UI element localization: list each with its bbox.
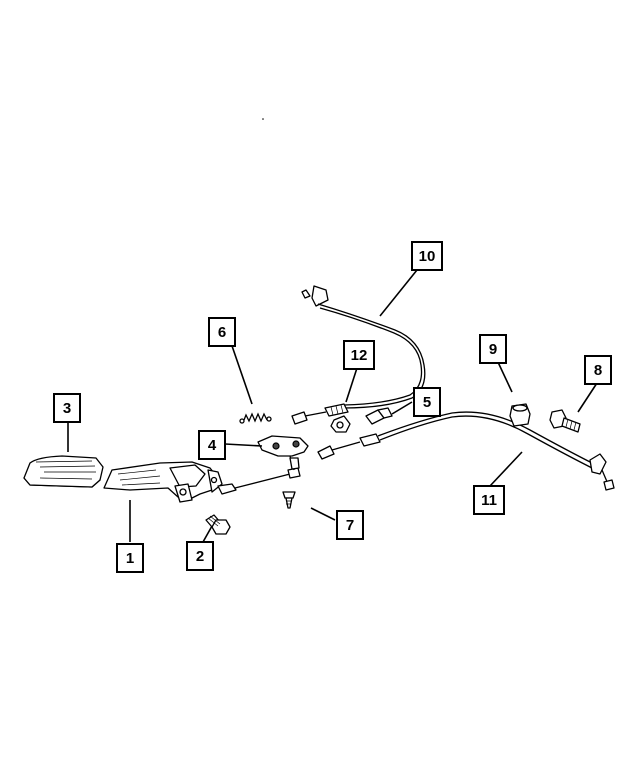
speck (262, 118, 264, 120)
bolt-5-part (330, 407, 393, 433)
callout-1: 1 (116, 543, 144, 573)
callout-4: 4 (198, 430, 226, 460)
callout-7: 7 (336, 510, 364, 540)
svg-text:11: 11 (481, 492, 497, 509)
rear-cable-lower-part (317, 411, 615, 491)
cable-equalizer-part (257, 435, 309, 471)
callout-12: 12 (343, 340, 375, 370)
callout-3: 3 (53, 393, 81, 423)
svg-text:7: 7 (346, 517, 354, 534)
svg-text:4: 4 (208, 437, 217, 454)
svg-text:9: 9 (489, 341, 497, 358)
grommet-part (509, 403, 531, 427)
screw-part (282, 491, 296, 509)
svg-text:12: 12 (351, 347, 368, 364)
svg-text:1: 1 (126, 550, 134, 567)
bolt-8-part (549, 409, 581, 433)
svg-text:10: 10 (419, 248, 436, 265)
return-spring-part (239, 412, 272, 424)
rear-cable-upper-part (301, 285, 426, 409)
leader-lines (67, 269, 598, 543)
callout-11: 11 (473, 485, 505, 515)
svg-text:8: 8 (594, 362, 602, 379)
parking-brake-lever-part (103, 461, 301, 503)
callout-9: 9 (479, 334, 507, 364)
svg-text:5: 5 (423, 394, 431, 411)
callout-10: 10 (411, 241, 443, 271)
callout-2: 2 (186, 541, 214, 571)
svg-text:3: 3 (63, 400, 71, 417)
front-cable-part (291, 403, 349, 425)
svg-text:2: 2 (196, 548, 204, 565)
callout-5: 5 (413, 387, 441, 417)
callout-8: 8 (584, 355, 612, 385)
lever-cover-part (23, 455, 104, 488)
callout-6: 6 (208, 317, 236, 347)
svg-text:6: 6 (218, 324, 226, 341)
